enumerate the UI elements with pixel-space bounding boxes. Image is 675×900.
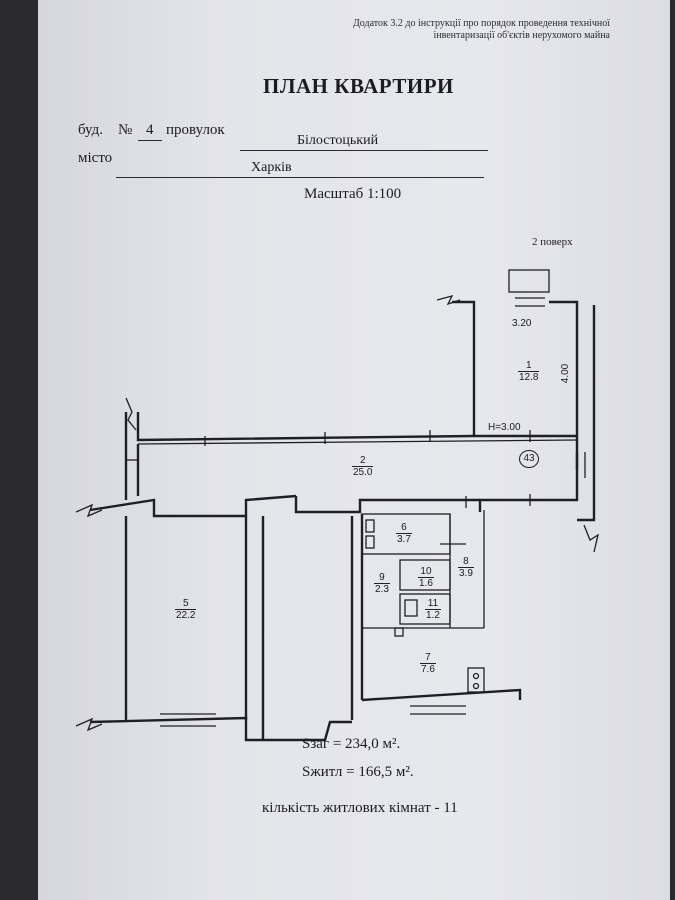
living-rooms-count: кількість житлових кімнат - 11 xyxy=(262,800,458,816)
header-note-line-1: Додаток 3.2 до інструкції про порядок пр… xyxy=(352,18,610,29)
room-6-area: 3.7 xyxy=(396,533,412,545)
room-5-label: 5 22.2 xyxy=(175,598,197,621)
lane-name: Білостоцький xyxy=(297,133,379,148)
room-8-area: 3.9 xyxy=(458,567,474,579)
room-1-walls xyxy=(436,269,599,553)
balcony-outline xyxy=(508,269,550,293)
room-6-label: 6 3.7 xyxy=(396,522,412,545)
inventory-number: 43 xyxy=(519,450,539,468)
room-10-label: 10 1.6 xyxy=(418,566,434,589)
header-note: Додаток 3.2 до інструкції про порядок пр… xyxy=(330,18,610,42)
dimension-width: 3.20 xyxy=(512,318,532,329)
total-area: Sзаг = 234,0 м². xyxy=(302,736,401,752)
page-title: ПЛАН КВАРТИРИ xyxy=(263,74,454,98)
room-6-number: 6 xyxy=(401,522,407,533)
living-area: Sжитл = 166,5 м². xyxy=(302,764,414,780)
service-rooms xyxy=(360,494,531,715)
room-7-bottom-wall xyxy=(361,688,522,702)
number-sign: № xyxy=(118,122,133,138)
room-2-area: 25.0 xyxy=(352,466,374,478)
room-9-area: 2.3 xyxy=(374,583,390,595)
room-1-number: 1 xyxy=(525,360,532,371)
room-5-walls xyxy=(75,516,265,742)
corridor-walls xyxy=(75,397,586,518)
corridor-top-wall xyxy=(136,412,577,442)
room-middle-walls xyxy=(261,516,354,742)
floor-label: 2 поверх xyxy=(532,236,573,248)
room-1-label: 1 12.8 xyxy=(518,360,540,383)
room-2-label: 2 25.0 xyxy=(352,455,374,478)
room-5-number: 5 xyxy=(182,598,189,609)
ceiling-height: H=3.00 xyxy=(488,422,521,433)
scale-label: Масштаб 1:100 xyxy=(304,186,402,202)
break-mark-left-bottom xyxy=(75,503,103,518)
stove-fixture xyxy=(467,667,485,693)
dimension-length: 4.00 xyxy=(560,363,572,384)
room-5-area: 22.2 xyxy=(175,609,197,621)
break-mark-top xyxy=(436,295,461,306)
room-11-number: 11 xyxy=(427,598,439,609)
lane-underline xyxy=(240,150,488,151)
lane-label: провулок xyxy=(166,122,225,138)
room-11-outline xyxy=(399,593,451,625)
building-number-underline xyxy=(138,140,162,141)
room-10-number: 10 xyxy=(420,566,432,577)
break-mark-left xyxy=(125,397,137,431)
room-8-label: 8 3.9 xyxy=(458,556,474,579)
corridor-top-wall-inner xyxy=(137,439,578,445)
room-9-label: 9 2.3 xyxy=(374,572,390,595)
city-label: місто xyxy=(78,150,113,166)
room-8-number: 8 xyxy=(463,556,469,567)
room-11-label: 11 1.2 xyxy=(425,598,441,621)
room-1-area: 12.8 xyxy=(518,371,540,383)
room-5-bottom-wall xyxy=(89,716,265,742)
room-7-number: 7 xyxy=(425,652,431,663)
corridor-bottom-wall xyxy=(89,494,297,518)
room-2-number: 2 xyxy=(359,455,366,466)
room-7-label: 7 7.6 xyxy=(420,652,436,675)
toilet-fixture xyxy=(404,599,418,617)
header-note-line-2: інвентаризації об'єктів нерухомого майна xyxy=(433,30,610,41)
room-11-area: 1.2 xyxy=(425,609,441,621)
city-name: Харків xyxy=(251,160,292,175)
city-underline xyxy=(116,177,484,178)
break-mark-right xyxy=(583,524,599,553)
building-number: 4 xyxy=(146,122,154,138)
room-1-left-wall xyxy=(452,300,476,436)
room-9-number: 9 xyxy=(379,572,385,583)
room-10-outline xyxy=(399,559,451,591)
room-1-right-wall xyxy=(549,300,579,470)
outer-right-wall xyxy=(577,305,596,522)
room-7-area: 7.6 xyxy=(420,663,436,675)
corridor-bottom-wall-right xyxy=(294,496,480,514)
room-10-area: 1.6 xyxy=(418,577,434,589)
corridor-right-wall xyxy=(478,452,579,512)
building-label: буд. xyxy=(78,122,103,138)
